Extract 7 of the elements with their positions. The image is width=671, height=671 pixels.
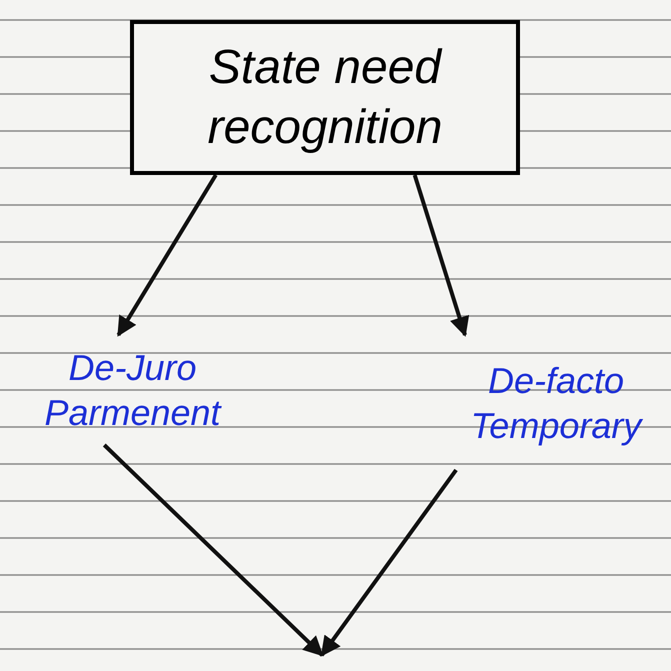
arrow (412, 174, 470, 337)
node-text: De-facto Temporary (445, 335, 667, 470)
arrow (102, 444, 324, 656)
arrow (320, 468, 458, 657)
process-box: State need recognition (130, 20, 520, 175)
node-text: De-Juro Parmenent (15, 335, 250, 445)
arrow (116, 174, 218, 337)
